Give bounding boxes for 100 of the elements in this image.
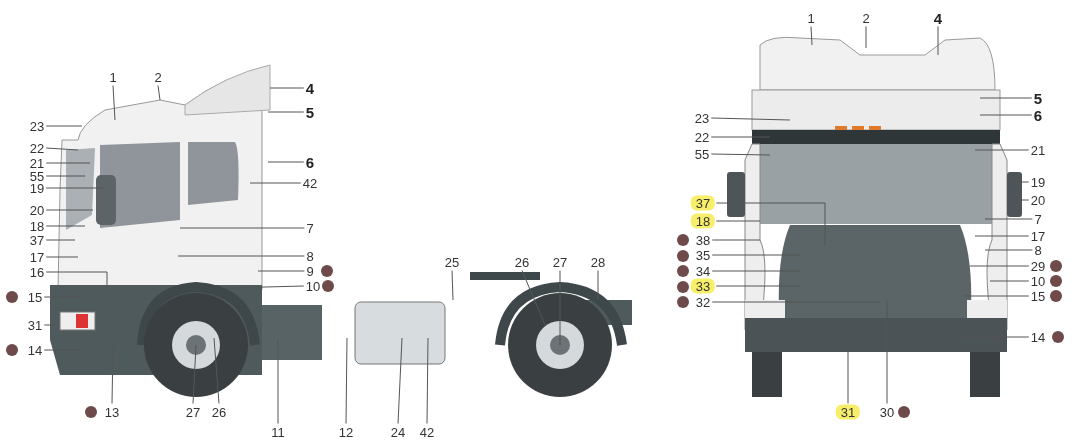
callout-number: 37 <box>28 232 46 248</box>
callout-number: 33 <box>690 278 716 294</box>
leader-line <box>451 270 454 301</box>
leader-line <box>112 85 116 121</box>
leader-line <box>711 239 761 241</box>
callout-number: 55 <box>693 146 711 162</box>
leader-line <box>597 270 599 301</box>
leader-line <box>715 285 801 287</box>
callout-number: 42 <box>301 175 319 191</box>
leader-line <box>711 254 801 256</box>
callout-number: 27 <box>184 404 202 420</box>
leader-line <box>979 97 1033 99</box>
leader-line <box>177 255 305 257</box>
leader-line <box>397 337 403 424</box>
callout-number: 31 <box>835 404 861 420</box>
leader-line <box>984 218 1033 220</box>
callout-number: 10 <box>304 278 322 294</box>
leader-line <box>45 187 104 189</box>
leader-line <box>179 227 305 229</box>
callout-number: 15 <box>26 289 44 305</box>
leader-line <box>45 239 76 241</box>
leader-line <box>710 117 791 121</box>
leader-line <box>157 85 161 101</box>
callout-number: 1 <box>108 69 118 85</box>
leader-line <box>45 209 94 211</box>
callout-number: 42 <box>418 424 436 440</box>
callout-number: 6 <box>304 154 316 170</box>
leader-line <box>269 87 305 89</box>
leader-line <box>521 270 546 326</box>
callout-number: 13 <box>103 404 121 420</box>
callout-number: 31 <box>26 317 44 333</box>
callout-number: 21 <box>1029 142 1047 158</box>
callout-number: 4 <box>932 10 944 26</box>
callout-number: 30 <box>878 404 896 420</box>
callout-number: 37 <box>690 195 716 211</box>
callout-number: 2 <box>153 69 163 85</box>
callout-number: 14 <box>26 342 44 358</box>
callout-number: 4 <box>304 80 316 96</box>
callout-number: 8 <box>305 248 315 264</box>
callout-number: 11 <box>270 424 286 440</box>
callout-number: 26 <box>210 404 228 420</box>
callout-number: 17 <box>28 249 46 265</box>
callout-number: 32 <box>694 294 712 310</box>
leader-line <box>937 26 939 56</box>
callout-number: 22 <box>693 129 711 145</box>
leader-line <box>45 175 86 177</box>
callout-number: 7 <box>305 220 315 236</box>
callout-number: 20 <box>1029 192 1047 208</box>
callout-number: 23 <box>693 110 711 126</box>
callout-number: 18 <box>690 213 716 229</box>
callout-number: 23 <box>28 118 46 134</box>
callout-number: 6 <box>1032 107 1044 123</box>
leader-line <box>964 295 1030 297</box>
callout-number: 29 <box>1029 258 1047 274</box>
leader-line <box>45 162 91 164</box>
leader-line <box>45 256 79 258</box>
leader-line <box>45 147 79 151</box>
leader-line <box>192 344 197 404</box>
callout-number: 18 <box>28 218 46 234</box>
leader-line <box>710 153 771 156</box>
callout-number: 20 <box>28 202 46 218</box>
leader-line <box>711 270 801 272</box>
leader-line <box>715 202 826 246</box>
callout-number: 22 <box>28 140 46 156</box>
callout-number: 34 <box>694 263 712 279</box>
leader-line <box>979 114 1033 116</box>
callout-number: 16 <box>28 264 46 280</box>
callout-number: 8 <box>1033 242 1043 258</box>
leader-line <box>974 235 1030 237</box>
callout-number: 38 <box>694 232 712 248</box>
leader-line <box>974 149 1030 151</box>
leader-line <box>989 280 1030 282</box>
leader-line <box>710 136 771 138</box>
leader-line <box>865 26 867 49</box>
leader-line <box>249 182 302 184</box>
leader-line <box>984 249 1033 251</box>
callout-number: 5 <box>304 104 316 120</box>
leader-line <box>257 270 305 272</box>
callout-number: 5 <box>1032 90 1044 106</box>
leader-line <box>711 301 881 303</box>
leader-line <box>267 111 305 113</box>
callout-number: 28 <box>589 254 607 270</box>
leader-line <box>559 270 561 346</box>
callout-number: 7 <box>1033 211 1043 227</box>
callout-number: 17 <box>1029 228 1047 244</box>
leader-line <box>277 339 279 424</box>
callout-number: 35 <box>694 247 712 263</box>
leader-line <box>45 125 83 127</box>
callout-number: 12 <box>337 424 355 440</box>
callout-number: 25 <box>443 254 461 270</box>
callout-number: 21 <box>28 155 46 171</box>
leader-line <box>969 265 1030 267</box>
leader-line <box>810 26 813 46</box>
callout-number: 15 <box>1029 288 1047 304</box>
callout-number: 2 <box>861 10 871 26</box>
leader-line <box>345 337 348 424</box>
callout-number: 27 <box>551 254 569 270</box>
callout-number: 14 <box>1029 329 1047 345</box>
leader-line <box>426 337 429 424</box>
callout-number: 1 <box>806 10 816 26</box>
